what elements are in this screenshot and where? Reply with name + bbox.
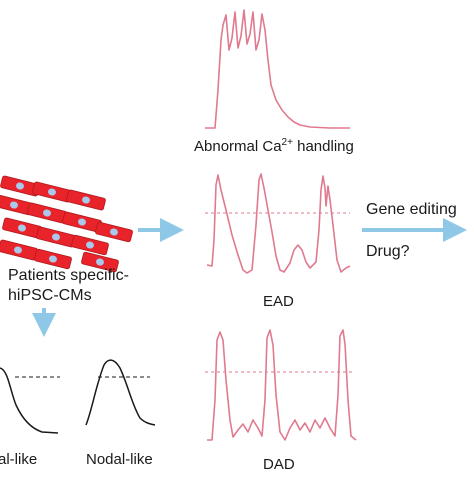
cardiomyocyte-cluster-icon [0, 175, 133, 273]
nucleus [52, 233, 60, 241]
nucleus [18, 224, 26, 232]
nucleus [14, 246, 22, 254]
atrial-like-trace [0, 367, 59, 434]
patients-label-line2: hiPSC-CMs [8, 287, 92, 304]
cardiomyocyte-cell [36, 226, 76, 248]
nucleus [96, 258, 104, 266]
nucleus [110, 228, 118, 236]
nucleus [49, 255, 57, 263]
nucleus [10, 201, 18, 209]
cardiomyocyte-cell [95, 221, 133, 243]
ead-label: EAD [263, 293, 294, 310]
nucleus [82, 196, 90, 204]
cardiomyocyte-cell [0, 239, 38, 261]
calcium-transient-trace [205, 9, 350, 129]
dad-trace [207, 329, 357, 441]
nucleus [78, 218, 86, 226]
cardiomyocyte-cell [81, 251, 119, 273]
gene-editing-label: Gene editing [366, 201, 457, 218]
cardiomyocyte-cell [62, 211, 102, 233]
cardiomyocyte-cell [32, 181, 72, 203]
nodal-like-label: Nodal-like [86, 451, 153, 468]
nucleus [16, 182, 24, 190]
atrial-like-label: al-like [0, 451, 38, 468]
cardiomyocyte-cell [66, 189, 106, 211]
nodal-like-trace [85, 359, 156, 426]
dad-label: DAD [263, 456, 295, 473]
nucleus [86, 241, 94, 249]
nucleus [48, 188, 56, 196]
patients-label-line1: Patients specific- [8, 267, 129, 284]
abnormal-ca-label: Abnormal Ca2+ handling [194, 137, 354, 155]
cardiomyocyte-cell [34, 248, 72, 270]
cardiomyocyte-cell [27, 202, 67, 224]
cardiomyocyte-cell [71, 234, 109, 256]
ead-trace [206, 173, 351, 274]
drug-label: Drug? [366, 243, 410, 260]
nucleus [43, 209, 51, 217]
cardiomyocyte-cell [2, 217, 42, 239]
